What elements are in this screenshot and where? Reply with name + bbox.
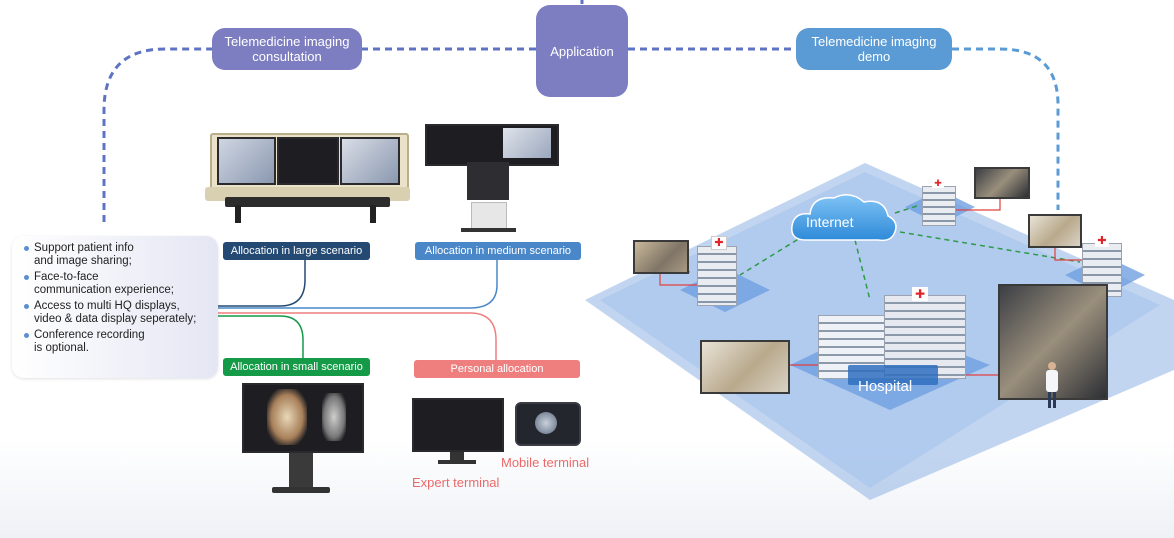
line-small (218, 315, 304, 360)
hospital-label: Hospital (858, 378, 913, 395)
line-personal (218, 312, 497, 360)
floor-gradient (0, 440, 1174, 538)
internet-label: Internet (806, 214, 854, 230)
allocation-small-label: Allocation in small scenario (223, 358, 370, 376)
mobile-terminal-tablet (515, 402, 581, 446)
feature-item: Face-to-face communication experience; (24, 271, 212, 297)
line-large (218, 260, 306, 307)
dashed-connector-left (102, 47, 213, 222)
main-hospital-building: ✚ (818, 285, 966, 385)
feature-item: Access to multi HQ displays, video & dat… (24, 300, 212, 326)
allocation-medium-label: Allocation in medium scenario (415, 242, 581, 260)
dashed-connector-right (952, 47, 1060, 210)
large-scenario-setup (205, 125, 410, 225)
remote-room-screen-top (974, 167, 1030, 199)
allocation-personal-label: Personal allocation (414, 360, 580, 378)
small-scenario-setup (242, 383, 364, 501)
feature-list-box: Support patient info and image sharing; … (12, 236, 218, 378)
clinic-building-top: ✚ (922, 178, 960, 226)
consultation-pill: Telemedicine imaging consultation (212, 28, 362, 70)
mobile-terminal-caption: Mobile terminal (501, 455, 590, 470)
medium-scenario-setup (425, 122, 560, 232)
expert-terminal-caption: Expert terminal (412, 475, 500, 490)
remote-room-screen-right (1028, 214, 1082, 248)
allocation-large-label: Allocation in large scenario (223, 242, 370, 260)
meeting-room-screen (700, 340, 790, 394)
application-box: Application (536, 5, 628, 97)
feature-item: Support patient info and image sharing; (24, 242, 212, 268)
demo-pill: Telemedicine imaging demo (796, 28, 952, 70)
line-medium (218, 260, 498, 309)
expert-terminal-monitor (412, 398, 504, 466)
remote-room-screen-left (633, 240, 689, 274)
clinic-building-left: ✚ (697, 236, 749, 306)
internet-cloud (791, 194, 897, 242)
presenter-figure (1045, 362, 1059, 410)
feature-item: Conference recording is optional. (24, 329, 212, 355)
